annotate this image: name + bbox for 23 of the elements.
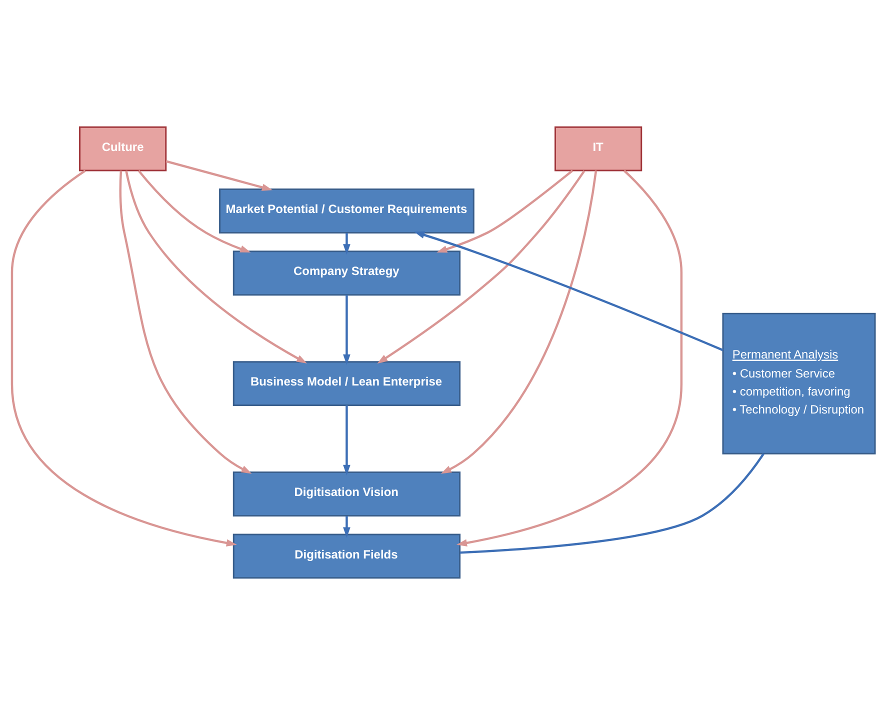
arrow [376, 170, 585, 364]
arrow [436, 169, 573, 252]
node-box: Digitisation Vision [232, 471, 460, 516]
node-box: Permanent Analysis • Customer Service • competition, favoring • Technology / Disruption [722, 312, 876, 454]
arrow [342, 516, 350, 538]
arrow [118, 170, 252, 474]
node-box: Company Strategy [232, 250, 460, 296]
arrow [124, 170, 307, 363]
arrow [414, 230, 723, 351]
arrow [342, 232, 350, 254]
arrow [440, 170, 597, 474]
arrow [456, 169, 682, 546]
connector [459, 452, 764, 554]
arrow [342, 404, 350, 475]
node-box: Digitisation Fields [232, 533, 460, 578]
node-box: Culture [78, 126, 166, 171]
arrow [165, 160, 272, 190]
arrow [10, 169, 236, 546]
node-box: Business Model / Lean Enterprise [232, 360, 460, 406]
arrow [137, 170, 250, 252]
arrow [342, 294, 350, 364]
node-box: IT [554, 126, 642, 171]
node-box: Market Potential / Customer Requirements [218, 188, 474, 233]
